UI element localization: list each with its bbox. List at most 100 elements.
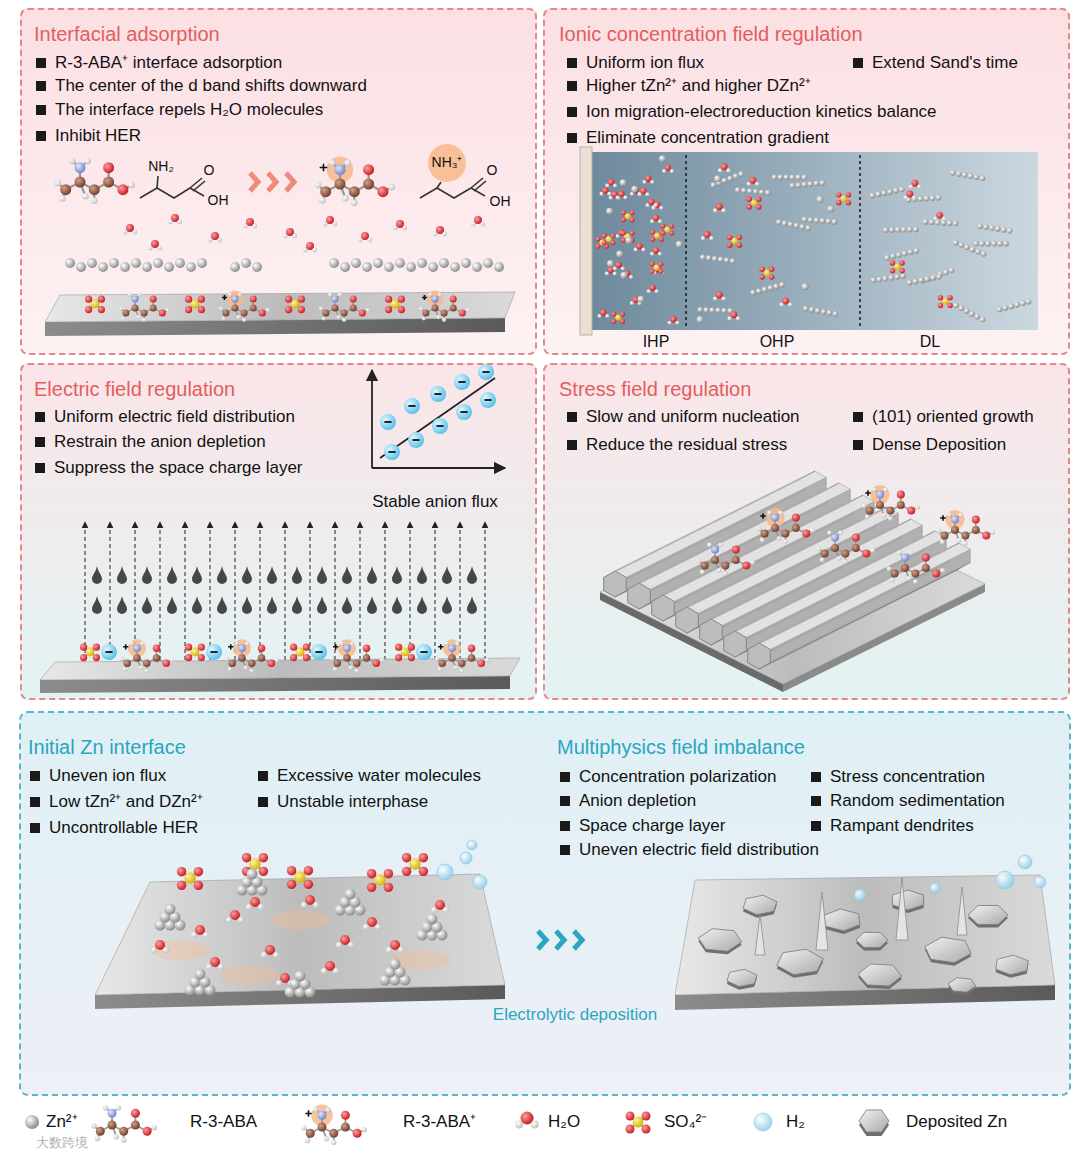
illustration-shape xyxy=(831,534,839,542)
illustration-shape xyxy=(292,234,297,239)
illustration-shape xyxy=(270,910,330,930)
illustration-shape xyxy=(252,262,262,272)
illustration-shape xyxy=(597,314,601,318)
illustration-shape xyxy=(305,1110,311,1116)
illustration-shape xyxy=(802,530,810,538)
illustration-shape xyxy=(792,524,800,532)
bullet-item: R-3-ABA⁺ interface adsorption xyxy=(36,53,282,73)
illustration-shape xyxy=(737,242,742,247)
illustration-shape xyxy=(472,262,482,272)
panel-section: Multiphysics field imbalanceConcentratio… xyxy=(545,720,1070,868)
illustration-shape xyxy=(259,853,268,862)
illustration-shape xyxy=(362,1127,367,1132)
illustration-shape xyxy=(458,381,465,383)
illustration-shape xyxy=(662,169,666,173)
bullet-item: Rampant dendrites xyxy=(811,816,974,836)
illustration-shape xyxy=(238,654,246,662)
illustration-shape xyxy=(747,188,753,194)
illustration-shape xyxy=(218,964,224,970)
illustration-shape xyxy=(192,596,202,614)
illustration-shape xyxy=(404,398,420,414)
illustration-shape xyxy=(197,258,207,268)
illustration-shape xyxy=(333,644,338,649)
illustration-shape xyxy=(245,642,250,647)
illustration-shape xyxy=(714,175,721,182)
illustration-shape xyxy=(167,566,177,584)
illustration-shape xyxy=(658,262,663,267)
illustration-shape xyxy=(924,276,930,282)
illustration-shape xyxy=(258,904,264,910)
illustration-shape xyxy=(250,669,255,674)
bullet-item: Anion depletion xyxy=(560,791,696,811)
illustration-shape xyxy=(206,964,212,970)
illustration-shape xyxy=(890,268,895,273)
illustration-shape xyxy=(442,596,452,614)
illustration-shape xyxy=(153,645,161,653)
illustration-shape xyxy=(150,940,210,960)
illustration-shape xyxy=(367,596,377,614)
illustration-shape xyxy=(120,657,125,662)
illustration-shape xyxy=(351,199,358,206)
illustration-shape xyxy=(859,155,861,327)
illustration-shape xyxy=(408,654,415,661)
illustration-shape xyxy=(461,258,471,268)
illustration-shape xyxy=(228,293,232,297)
illustration-shape xyxy=(743,895,777,914)
illustration-shape xyxy=(203,932,209,938)
illustration-shape xyxy=(91,300,100,309)
illustration-shape xyxy=(338,293,342,297)
illustration-shape xyxy=(141,309,148,316)
illustration-shape xyxy=(348,942,354,948)
legend-entry: Deposited Zn xyxy=(906,1112,1007,1132)
illustration-shape xyxy=(964,244,970,250)
illustration-shape xyxy=(320,164,328,172)
illustration-shape xyxy=(953,240,959,246)
illustration-shape xyxy=(802,182,808,188)
illustration-shape xyxy=(706,255,712,261)
illustration-shape xyxy=(69,158,76,165)
illustration-shape xyxy=(790,175,796,181)
illustration-shape xyxy=(87,258,97,268)
illustration-shape xyxy=(913,279,919,285)
illustration-shape xyxy=(947,220,953,226)
panel-box: Interfacial adsorptionR-3-ABA⁺ interface… xyxy=(20,8,537,355)
illustration-shape xyxy=(941,220,947,226)
bottom-frame xyxy=(20,712,1070,1095)
illustration-shape xyxy=(433,232,438,237)
illustration-shape xyxy=(900,273,906,279)
illustration-shape xyxy=(153,258,163,268)
illustration-shape xyxy=(724,258,730,264)
bullet-item: Uneven electric field distribution xyxy=(560,840,819,860)
illustration-shape xyxy=(722,178,728,184)
illustration-shape xyxy=(556,931,564,949)
illustration-shape xyxy=(131,1109,140,1118)
illustration-shape xyxy=(697,316,704,323)
illustration-shape xyxy=(732,546,740,554)
illustration-shape xyxy=(313,902,319,908)
legend-text: R-3-ABA xyxy=(190,1112,257,1131)
illustration-shape xyxy=(750,290,756,296)
illustration-shape xyxy=(953,303,959,309)
illustration-shape xyxy=(747,182,751,186)
illustration-shape xyxy=(55,180,62,187)
bullet-item: Slow and uniform nucleation xyxy=(567,407,800,427)
legend-entry: R-3-ABA⁺ xyxy=(403,1112,476,1132)
illustration-shape xyxy=(478,660,486,668)
illustration-shape xyxy=(313,1107,318,1112)
illustration-shape xyxy=(329,258,339,268)
illustration-shape xyxy=(621,266,625,270)
illustration-shape xyxy=(467,566,477,584)
illustration-shape xyxy=(398,947,404,953)
illustration-shape xyxy=(611,233,616,238)
illustration-shape xyxy=(123,644,128,649)
illustration-shape xyxy=(186,262,196,272)
illustration-shape xyxy=(912,195,916,199)
illustration-shape xyxy=(319,307,323,311)
illustration-shape xyxy=(419,853,428,862)
illustration-shape xyxy=(968,905,1008,924)
illustration-shape xyxy=(482,371,489,373)
illustration-shape xyxy=(89,184,100,195)
illustration-shape xyxy=(810,528,815,533)
illustration-shape xyxy=(374,874,386,886)
illustration-shape xyxy=(76,262,86,272)
